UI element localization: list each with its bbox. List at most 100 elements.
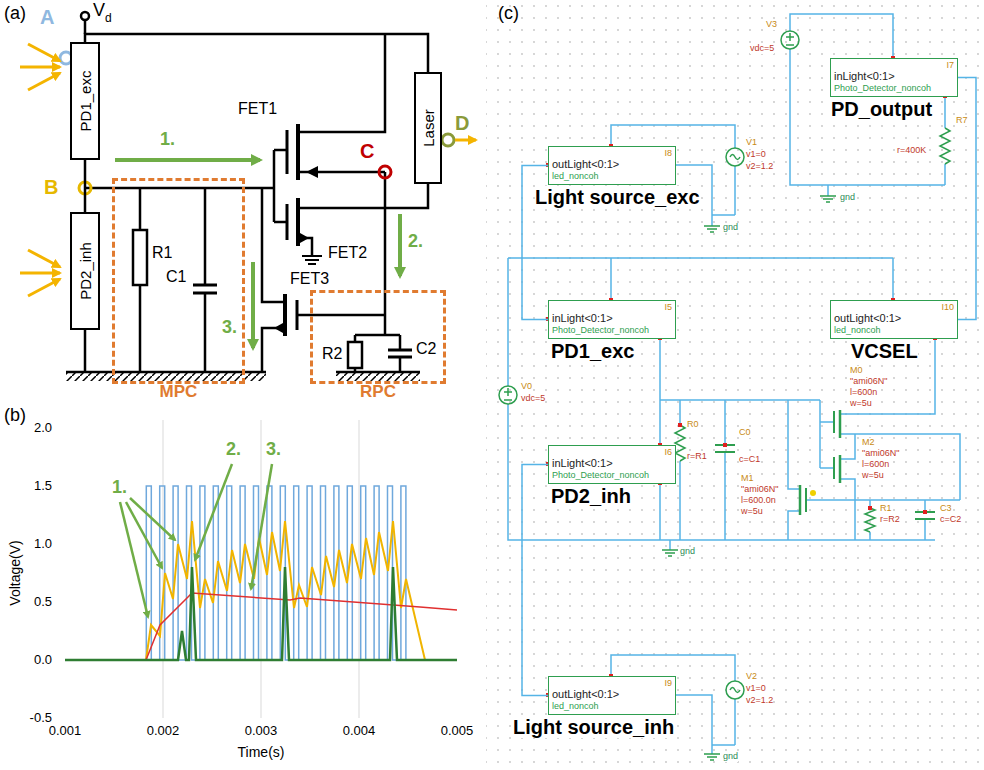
region-label: MPC <box>160 382 198 402</box>
schematic-component <box>704 754 720 760</box>
dashed-region: RPC <box>310 290 446 384</box>
box-label: Laser <box>420 109 437 147</box>
circuit-wire <box>262 188 285 372</box>
transistor-symbol <box>283 294 287 336</box>
schematic-component <box>730 155 740 160</box>
refractory-trace <box>65 593 457 660</box>
cell-name: Photo_Detector_noncoh <box>552 470 672 480</box>
schematic-component <box>499 31 950 760</box>
parameter-label: r=400K <box>897 146 926 156</box>
tick-label: 2.0 <box>34 421 52 435</box>
schematic-component <box>704 226 720 232</box>
transistor-symbol <box>286 204 289 240</box>
light-arrow <box>455 139 476 142</box>
pin-label: outLight<0:1> <box>552 688 672 701</box>
circuit-wire <box>84 330 87 372</box>
parameter-label: vdc=5 <box>750 44 774 54</box>
parameter-label: vdc=5 <box>521 394 545 404</box>
pin-marker <box>868 506 872 510</box>
ground-label: gnd <box>680 547 695 557</box>
panel-letter: (b) <box>4 406 26 426</box>
schematic-wire <box>820 400 834 468</box>
output-spike-trace <box>65 567 457 660</box>
ground-hatch <box>336 373 420 381</box>
transistor-symbol <box>296 198 300 246</box>
pin-label: inLight<0:1> <box>552 457 672 470</box>
part-label: R2 <box>322 345 342 363</box>
schematic-component <box>940 128 950 164</box>
output-spike-trace <box>65 567 457 660</box>
schematic-component <box>730 688 740 693</box>
tick-label: 0.5 <box>34 595 52 609</box>
light-arrow <box>28 279 60 296</box>
circuit-wire <box>66 20 428 372</box>
signal-flow-arrow <box>398 214 402 276</box>
parameter-label: l=600.0n <box>741 496 776 506</box>
cell-heading: PD_output <box>831 98 932 120</box>
schematic-component <box>726 681 744 699</box>
ground-label: gnd <box>723 223 738 233</box>
callout-number: 2. <box>226 440 241 460</box>
instance-name: I7 <box>834 60 954 70</box>
transistor-symbol <box>296 300 299 330</box>
light-arrow <box>28 44 60 61</box>
node-marker <box>442 134 454 146</box>
capacitor-symbol <box>193 285 217 293</box>
light-arrow <box>28 73 60 90</box>
instance-name: R7 <box>956 116 968 126</box>
schematic-wire <box>508 14 960 754</box>
schematic-cell: I9outLight<0:1>led_noncohLight source_in… <box>548 676 676 715</box>
wire-connector <box>958 78 976 320</box>
ground-label: gnd <box>840 193 855 203</box>
circuit-wire <box>84 20 87 34</box>
callout-number: 1. <box>112 478 127 498</box>
parameter-label: l=600n <box>862 460 889 470</box>
schematic-component <box>499 386 517 404</box>
circuit-wire <box>298 34 385 132</box>
parameter-label: "ami06N" <box>862 449 899 459</box>
schematic-wire <box>840 338 960 500</box>
refractory-trace <box>65 593 457 660</box>
schematic-cell: I10outLight<0:1>led_noncohVCSEL <box>830 300 958 339</box>
callout-number: 3. <box>266 440 281 460</box>
node-marker <box>379 166 391 178</box>
supply-label: V <box>93 1 105 21</box>
axis-title: Time(s) <box>238 745 285 760</box>
instance-name: R1 <box>880 504 892 514</box>
part-label: FET2 <box>328 244 367 262</box>
schematic-component <box>662 550 678 556</box>
cell-heading: PD1_exc <box>551 340 634 362</box>
instance-name: M0 <box>850 366 863 376</box>
parameter-label: w=5u <box>862 471 884 481</box>
transistor-symbol <box>274 323 283 333</box>
vd-terminal <box>81 12 89 20</box>
laser-box: Laser <box>414 72 442 184</box>
schematic-wire <box>788 400 870 540</box>
cell-name: Photo_Detector_noncoh <box>834 83 954 93</box>
light-arrow <box>28 250 60 267</box>
schematic-component <box>806 411 834 512</box>
schematic-wire <box>790 14 893 58</box>
point-letter: A <box>40 6 54 28</box>
schematic-cell: I7inLight<0:1>Photo_Detector_noncohPD_ou… <box>830 58 958 97</box>
part-label: FET3 <box>290 270 329 288</box>
grid-background <box>486 0 984 770</box>
instance-name: I10 <box>834 302 954 312</box>
cell-name: led_noncoh <box>834 325 954 335</box>
pin-label: outLight<0:1> <box>834 312 954 325</box>
instance-name: V2 <box>746 672 757 682</box>
signal-flow-arrow <box>115 158 260 162</box>
part-label: R1 <box>152 244 172 262</box>
transistor-symbol <box>286 130 289 174</box>
callout-number: 1. <box>160 130 175 150</box>
transistor-symbol <box>306 166 318 178</box>
input-pulse-trace <box>65 486 457 660</box>
box-label: PD2_inh <box>77 242 94 300</box>
parameter-label: "ami06N" <box>850 377 887 387</box>
pin-marker <box>546 56 958 697</box>
transistor-symbol <box>296 124 300 180</box>
ground-label: gnd <box>723 752 738 762</box>
panel-letter: (a) <box>4 4 26 24</box>
parameter-label: w=5u <box>850 399 872 409</box>
